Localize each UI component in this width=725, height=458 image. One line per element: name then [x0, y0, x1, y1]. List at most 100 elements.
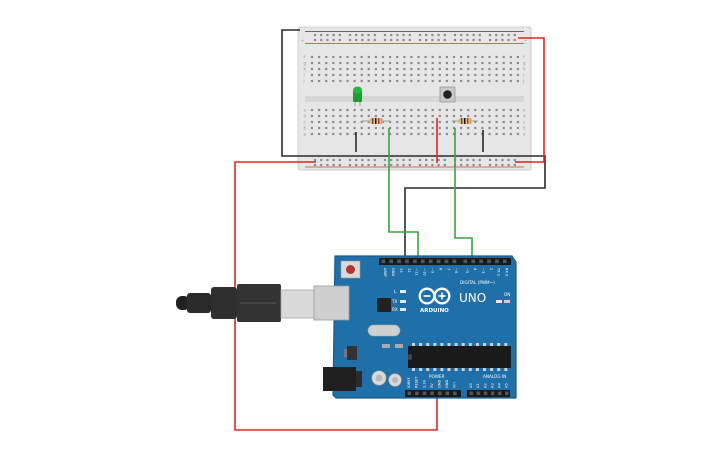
breadboard-hole[interactable]: [360, 126, 363, 130]
breadboard-hole[interactable]: [481, 79, 484, 83]
breadboard-hole[interactable]: [417, 108, 420, 112]
breadboard-hole[interactable]: [396, 61, 399, 65]
breadboard-hole[interactable]: [346, 108, 349, 112]
breadboard-hole[interactable]: [310, 79, 314, 83]
breadboard-hole[interactable]: [445, 126, 448, 130]
breadboard-hole[interactable]: [339, 114, 342, 118]
resistor-2[interactable]: [452, 118, 478, 124]
breadboard-hole[interactable]: [381, 132, 385, 136]
analog-pin-hole[interactable]: [469, 391, 474, 396]
rail-hole[interactable]: [390, 158, 393, 162]
breadboard-hole[interactable]: [452, 108, 456, 112]
rail-hole[interactable]: [313, 33, 317, 37]
breadboard-hole[interactable]: [374, 132, 377, 136]
breadboard-hole[interactable]: [481, 73, 484, 77]
breadboard-hole[interactable]: [318, 120, 321, 124]
breadboard-hole[interactable]: [424, 132, 427, 136]
breadboard-hole[interactable]: [389, 55, 392, 59]
rail-hole[interactable]: [418, 158, 422, 162]
breadboard-hole[interactable]: [488, 114, 491, 118]
breadboard-hole[interactable]: [467, 114, 470, 118]
breadboard-hole[interactable]: [403, 132, 406, 136]
breadboard-hole[interactable]: [495, 55, 498, 59]
breadboard-hole[interactable]: [438, 132, 441, 136]
breadboard-hole[interactable]: [509, 79, 512, 83]
breadboard-hole[interactable]: [431, 73, 434, 77]
rail-hole[interactable]: [326, 163, 329, 167]
rail-hole[interactable]: [460, 38, 463, 42]
breadboard-hole[interactable]: [509, 114, 512, 118]
breadboard-hole[interactable]: [509, 55, 512, 59]
breadboard-hole[interactable]: [424, 61, 427, 65]
breadboard-hole[interactable]: [353, 55, 356, 59]
rail-hole[interactable]: [460, 158, 463, 162]
breadboard-hole[interactable]: [318, 55, 321, 59]
rail-hole[interactable]: [313, 158, 317, 162]
breadboard-hole[interactable]: [474, 79, 477, 83]
breadboard-hole[interactable]: [353, 114, 356, 118]
breadboard-hole[interactable]: [445, 120, 448, 124]
breadboard-hole[interactable]: [339, 73, 342, 77]
analog-pin-hole[interactable]: [483, 391, 488, 396]
rail-hole[interactable]: [332, 33, 335, 37]
breadboard-hole[interactable]: [438, 108, 441, 112]
breadboard-hole[interactable]: [403, 126, 406, 130]
breadboard-hole[interactable]: [431, 126, 434, 130]
breadboard-hole[interactable]: [332, 114, 335, 118]
breadboard-hole[interactable]: [481, 55, 484, 59]
rail-hole[interactable]: [501, 38, 504, 42]
rail-hole[interactable]: [408, 163, 411, 167]
breadboard-hole[interactable]: [367, 120, 370, 124]
rail-hole[interactable]: [507, 38, 510, 42]
breadboard-hole[interactable]: [332, 67, 335, 71]
rail-hole[interactable]: [332, 158, 335, 162]
rail-hole[interactable]: [313, 163, 317, 167]
rail-hole[interactable]: [326, 158, 329, 162]
breadboard-hole[interactable]: [381, 67, 385, 71]
breadboard-hole[interactable]: [325, 55, 328, 59]
rail-hole[interactable]: [472, 33, 475, 37]
breadboard-hole[interactable]: [346, 126, 349, 130]
rail-hole[interactable]: [478, 163, 481, 167]
rail-hole[interactable]: [348, 158, 352, 162]
breadboard-hole[interactable]: [346, 55, 349, 59]
breadboard-hole[interactable]: [410, 126, 413, 130]
rail-hole[interactable]: [443, 33, 446, 37]
breadboard-hole[interactable]: [417, 120, 420, 124]
breadboard-hole[interactable]: [346, 79, 349, 83]
breadboard-hole[interactable]: [516, 79, 519, 83]
digital-pin-hole[interactable]: [421, 259, 425, 264]
breadboard-hole[interactable]: [516, 61, 519, 65]
rail-hole[interactable]: [326, 33, 329, 37]
breadboard-hole[interactable]: [325, 114, 328, 118]
rail-hole[interactable]: [495, 158, 498, 162]
breadboard-hole[interactable]: [325, 126, 328, 130]
breadboard-hole[interactable]: [445, 61, 448, 65]
breadboard-hole[interactable]: [502, 108, 505, 112]
breadboard-hole[interactable]: [396, 79, 399, 83]
rail-hole[interactable]: [355, 163, 358, 167]
breadboard-hole[interactable]: [310, 67, 314, 71]
breadboard-hole[interactable]: [502, 73, 505, 77]
breadboard-hole[interactable]: [445, 73, 448, 77]
breadboard-hole[interactable]: [502, 67, 505, 71]
breadboard-hole[interactable]: [346, 67, 349, 71]
breadboard-hole[interactable]: [410, 108, 413, 112]
breadboard-hole[interactable]: [452, 67, 456, 71]
rail-hole[interactable]: [361, 33, 364, 37]
breadboard-hole[interactable]: [332, 132, 335, 136]
rail-hole[interactable]: [488, 158, 492, 162]
breadboard-hole[interactable]: [381, 126, 385, 130]
breadboard-hole[interactable]: [332, 126, 335, 130]
rail-hole[interactable]: [367, 158, 370, 162]
digital-pin-hole[interactable]: [405, 259, 409, 264]
breadboard-hole[interactable]: [360, 67, 363, 71]
breadboard-hole[interactable]: [381, 79, 385, 83]
breadboard-hole[interactable]: [396, 67, 399, 71]
breadboard-hole[interactable]: [396, 120, 399, 124]
breadboard-hole[interactable]: [389, 114, 392, 118]
rail-hole[interactable]: [373, 158, 376, 162]
breadboard-hole[interactable]: [339, 132, 342, 136]
breadboard-hole[interactable]: [325, 108, 328, 112]
digital-pin-hole[interactable]: [495, 259, 499, 264]
